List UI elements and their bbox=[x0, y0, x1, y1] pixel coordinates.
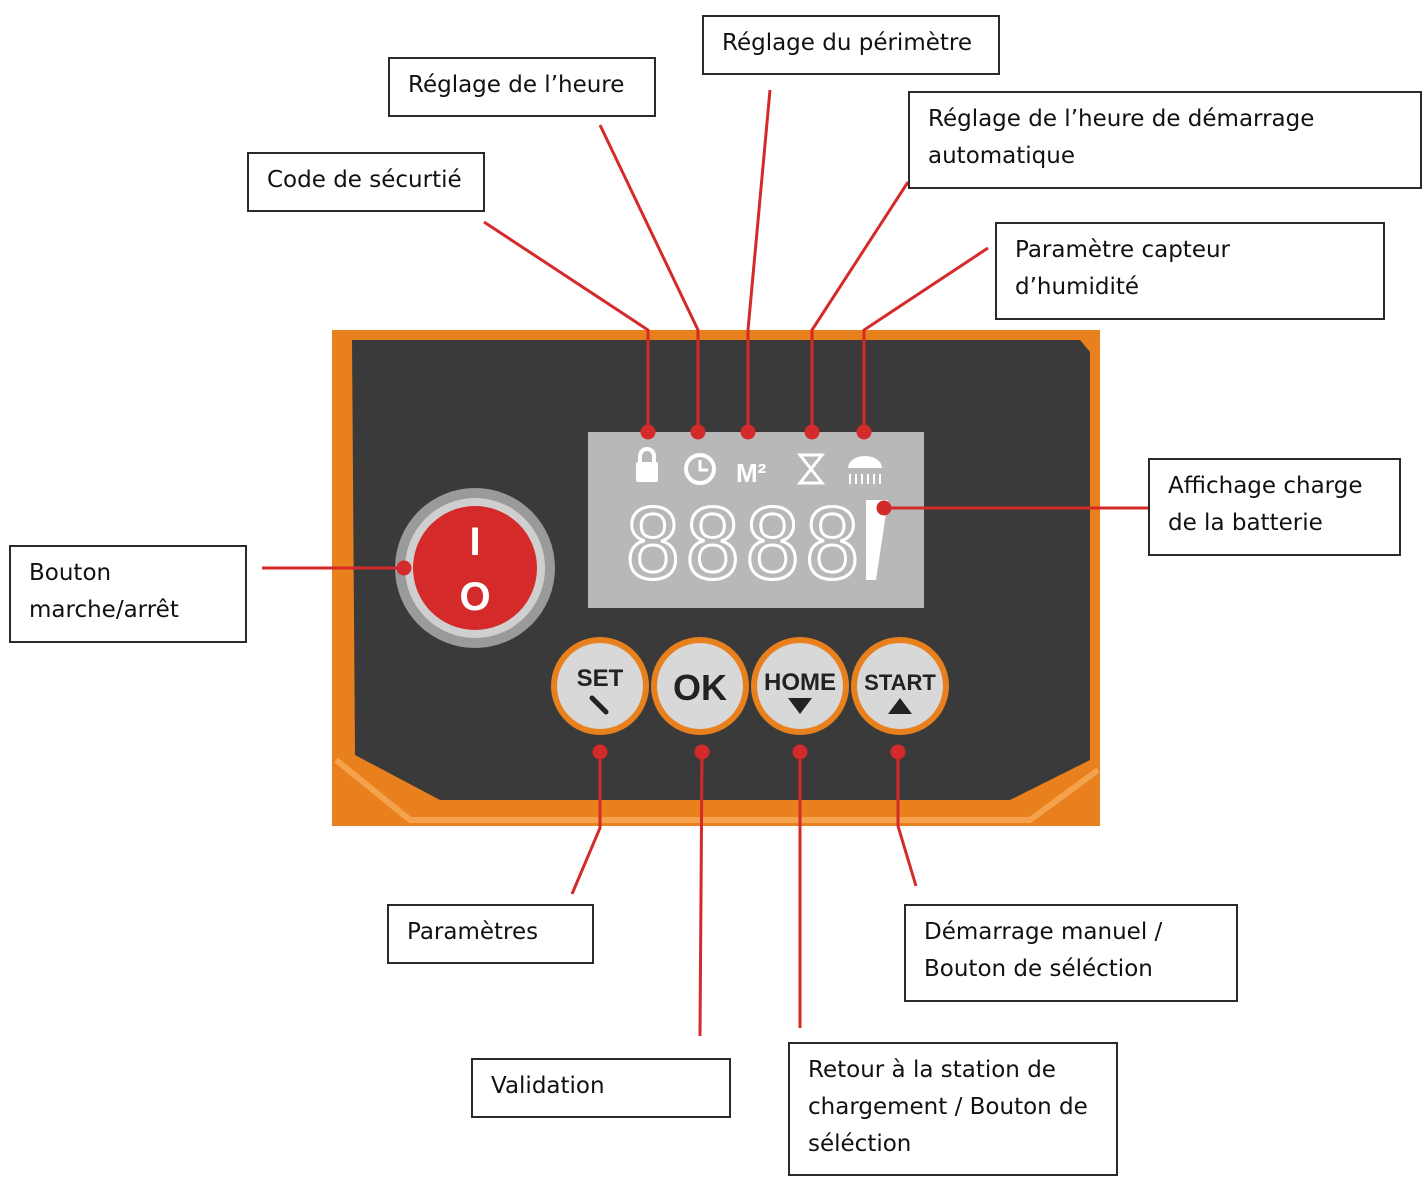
callout-text: Démarrage manuel / bbox=[924, 919, 1163, 945]
callout-parametres: Paramètres bbox=[387, 904, 594, 964]
callout-text: marche/arrêt bbox=[29, 597, 179, 623]
callout-text: Retour à la station de bbox=[808, 1057, 1056, 1083]
panel-trim bbox=[334, 757, 1100, 823]
home-button-label: HOME bbox=[764, 669, 836, 696]
callout-reglage-heure: Réglage de l’heure bbox=[388, 57, 656, 117]
callout-heure-demarrage: Réglage de l’heure de démarrage automati… bbox=[908, 91, 1422, 189]
callout-text: Réglage du périmètre bbox=[722, 30, 973, 56]
callout-charge-batterie: Affichage charge de la batterie bbox=[1148, 458, 1401, 556]
callout-marche-arret: Bouton marche/arrêt bbox=[9, 545, 247, 643]
callout-code-securite: Code de sécurtié bbox=[247, 152, 485, 212]
callout-text: Réglage de l’heure de démarrage bbox=[928, 106, 1315, 132]
start-button-label: START bbox=[864, 670, 936, 695]
callout-text: de la batterie bbox=[1168, 510, 1323, 536]
hourglass-icon bbox=[796, 453, 826, 485]
callout-text: Paramètre capteur bbox=[1015, 237, 1231, 263]
callout-validation: Validation bbox=[471, 1058, 731, 1118]
set-button-label: SET bbox=[577, 665, 624, 692]
area-icon: M² bbox=[736, 458, 767, 488]
clock-icon bbox=[684, 453, 716, 485]
ok-button-label: OK bbox=[673, 667, 727, 708]
set-button[interactable]: SET bbox=[551, 637, 649, 735]
wrench-icon bbox=[589, 695, 609, 715]
ok-button[interactable]: OK bbox=[651, 637, 749, 735]
callout-text: Affichage charge bbox=[1168, 473, 1363, 499]
start-button[interactable]: START bbox=[851, 637, 949, 735]
callout-text: Bouton de séléction bbox=[924, 956, 1153, 982]
power-off-mark: O bbox=[459, 575, 490, 619]
callout-text: séléction bbox=[808, 1131, 912, 1157]
callout-text: automatique bbox=[928, 143, 1075, 169]
power-on-mark: I bbox=[469, 520, 480, 564]
lcd-digits: 8888 bbox=[624, 489, 863, 601]
humidity-icon bbox=[848, 456, 882, 484]
callout-text: Code de sécurtié bbox=[267, 167, 462, 193]
power-button[interactable]: I O bbox=[395, 488, 555, 648]
callout-text: d’humidité bbox=[1015, 274, 1140, 300]
home-button[interactable]: HOME bbox=[751, 637, 849, 735]
battery-icon bbox=[866, 500, 888, 580]
callout-capteur-humidite: Paramètre capteur d’humidité bbox=[995, 222, 1385, 320]
callout-demarrage-manuel: Démarrage manuel / Bouton de séléction bbox=[904, 904, 1238, 1002]
arrow-up-icon bbox=[888, 698, 912, 714]
callout-text: chargement / Bouton de bbox=[808, 1094, 1088, 1120]
callout-reglage-perimetre: Réglage du périmètre bbox=[702, 15, 1000, 75]
callout-text: Validation bbox=[491, 1073, 605, 1099]
lock-icon bbox=[636, 447, 658, 482]
callout-retour-station: Retour à la station de chargement / Bout… bbox=[788, 1042, 1118, 1176]
callout-text: Paramètres bbox=[407, 919, 539, 945]
callout-text: Bouton bbox=[29, 560, 112, 586]
callout-text: Réglage de l’heure bbox=[408, 72, 625, 98]
arrow-down-icon bbox=[788, 698, 812, 714]
